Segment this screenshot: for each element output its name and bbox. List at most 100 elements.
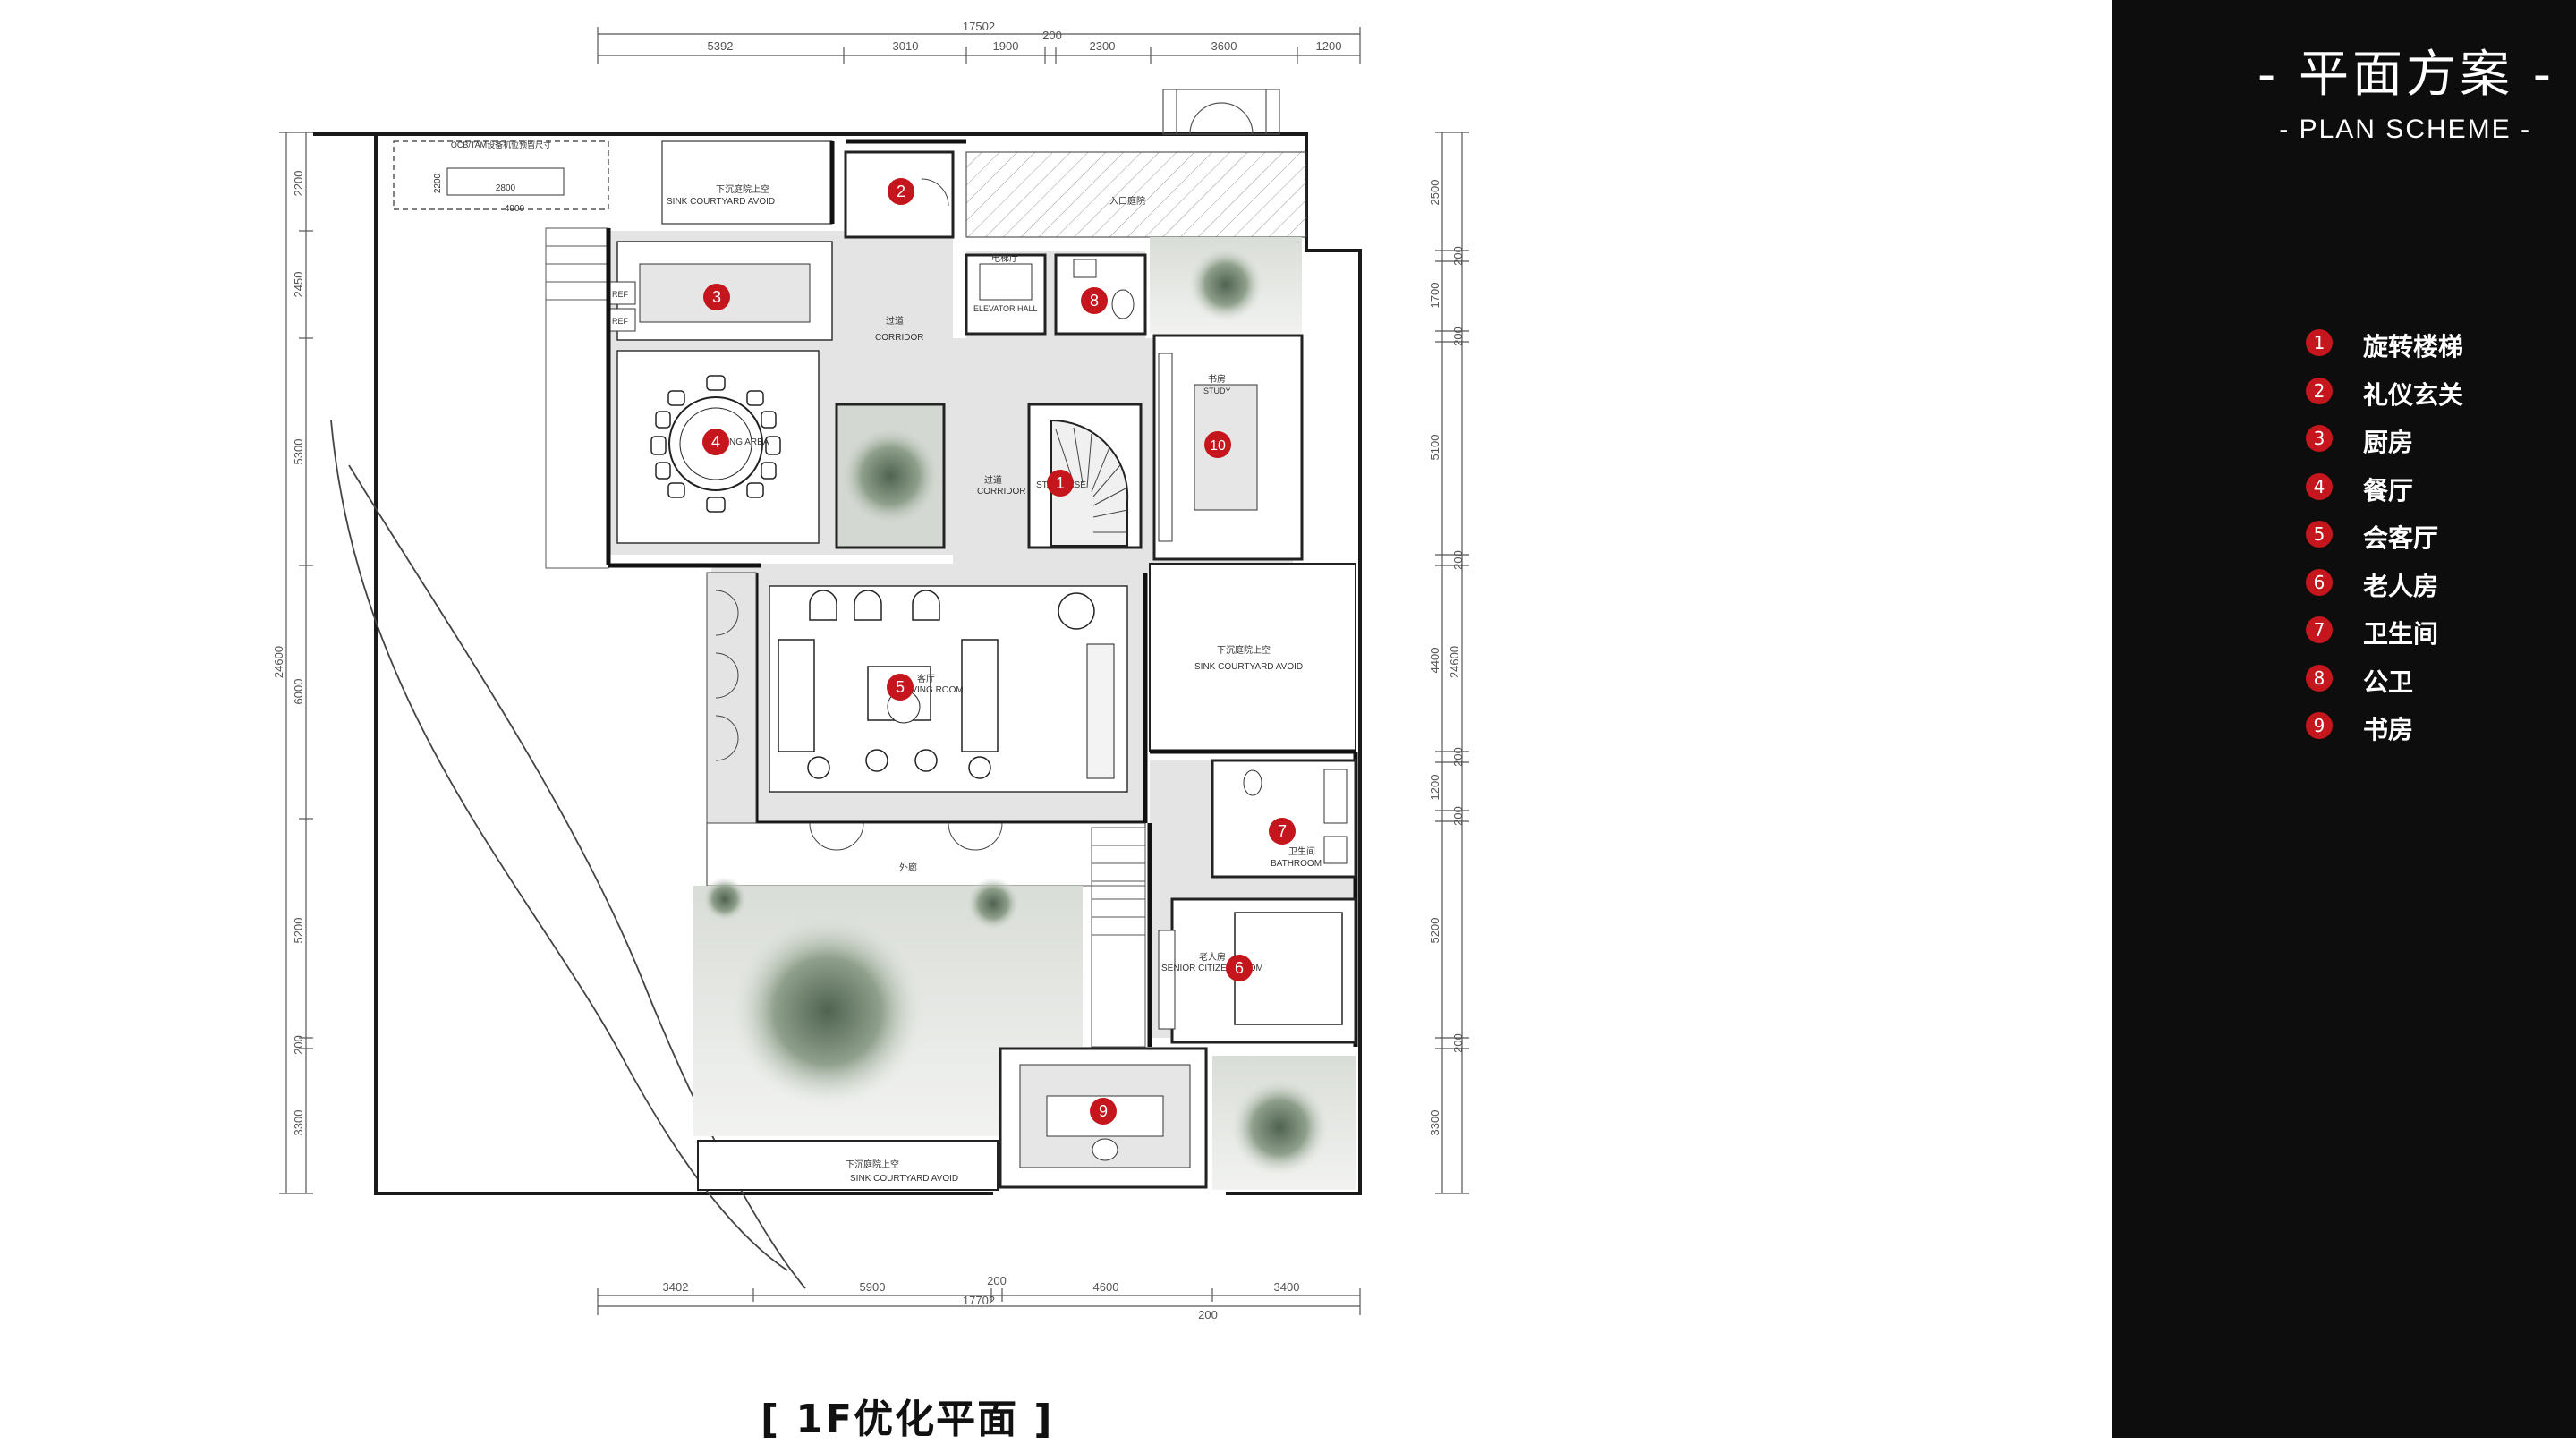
marker-8 — [1081, 287, 1108, 314]
elevator-hall: 电梯厅 ELEVATOR HALL — [965, 252, 1047, 336]
dim-top-1: 5392 — [708, 39, 734, 53]
marker-10-label: 10 — [1210, 438, 1226, 454]
exterior-steps-right — [1091, 827, 1146, 1048]
dim-right-8: 200 — [1451, 747, 1465, 767]
front-garden — [693, 877, 1083, 1136]
inner-courtyard — [835, 403, 946, 549]
marker-4 — [702, 429, 729, 455]
living-side-doors — [706, 572, 757, 824]
sink-courtyard-right: 下沉庭院上空 SINK COURTYARD AVOID — [1149, 563, 1356, 752]
marker-10 — [1204, 431, 1231, 458]
equip-h2: 2200 — [433, 173, 443, 193]
dim-top-6: 3600 — [1211, 39, 1237, 53]
garden-path-curves — [330, 420, 806, 1289]
site-outline — [313, 132, 1362, 1195]
elevator-en: ELEVATOR HALL — [973, 304, 1038, 313]
dim-top-4: 200 — [1042, 29, 1062, 42]
legend-badge: 6 — [2306, 568, 2333, 596]
legend-badge: 2 — [2306, 377, 2333, 404]
dim-bottom-1: 3402 — [663, 1280, 689, 1294]
terrace-label: 外廊 — [899, 862, 917, 873]
sink3-en: SINK COURTYARD AVOID — [850, 1174, 958, 1184]
exterior-steps-left — [545, 227, 609, 569]
corridor1-zh: 过道 — [886, 315, 904, 327]
dim-top-5: 2300 — [1090, 39, 1116, 53]
dim-top-2: 3010 — [893, 39, 919, 53]
marker-2-label: 2 — [897, 183, 905, 200]
dim-top-7: 1200 — [1316, 39, 1342, 53]
equip-w: 4000 — [505, 204, 525, 214]
marker-5-label: 5 — [896, 678, 905, 696]
kitchen-ref1: REF — [612, 290, 629, 299]
dim-right-2: 200 — [1451, 246, 1465, 266]
marker-8-label: 8 — [1090, 292, 1099, 310]
senior-zh: 老人房 — [1199, 951, 1226, 963]
corridor2-en: CORRIDOR — [977, 487, 1025, 497]
dim-right-5: 5100 — [1428, 435, 1441, 461]
dim-bottom-3: 200 — [987, 1274, 1007, 1287]
equip-h1: 2800 — [496, 183, 516, 193]
dining-room: DINING AREA — [616, 350, 820, 544]
sink2-en: SINK COURTYARD AVOID — [1194, 662, 1303, 672]
dim-left-3: 5300 — [292, 439, 305, 465]
legend-badge: 1 — [2306, 329, 2333, 356]
dim-left-total: 24600 — [272, 646, 285, 678]
dim-right-total: 24600 — [1448, 646, 1461, 678]
entrance-gate — [1162, 89, 1280, 135]
dim-right-6: 200 — [1451, 550, 1465, 570]
legend-badge: 8 — [2306, 664, 2333, 692]
corridor1-en: CORRIDOR — [875, 333, 923, 343]
equipment-reserve-box: OCB/TAM设备机位预留尺寸 2800 4000 2200 — [393, 140, 609, 214]
marker-9-label: 9 — [1099, 1102, 1108, 1120]
legend-label: 书房 — [2363, 715, 2414, 744]
dim-bottom-extra: 200 — [1198, 1308, 1218, 1321]
sink2-zh: 下沉庭院上空 — [1217, 644, 1271, 656]
legend-badge: 5 — [2306, 521, 2333, 548]
side-panel: - 平面方案 - - PLAN SCHEME - — [2112, 0, 2576, 1438]
legend-item-9: 9 书房 — [2306, 710, 2538, 759]
legend-label: 会客厅 — [2363, 523, 2439, 553]
spiral-staircase: STAIRCASE — [1027, 403, 1143, 549]
marker-1-label: 1 — [1056, 474, 1065, 492]
dim-right-1: 2500 — [1428, 180, 1441, 206]
sink-courtyard-bottom: 下沉庭院上空 SINK COURTYARD AVOID — [697, 1140, 999, 1191]
corridor2-zh: 过道 — [984, 474, 1002, 486]
dim-right-4: 200 — [1451, 327, 1465, 346]
marker-5 — [887, 674, 914, 701]
marker-9 — [1090, 1098, 1117, 1125]
legend-label: 老人房 — [2363, 571, 2439, 601]
legend-label: 厨房 — [2363, 428, 2414, 457]
legend-item-4: 4 餐厅 — [2306, 471, 2538, 520]
legend-label: 卫生间 — [2363, 619, 2439, 649]
right-dimension-line — [1435, 132, 1469, 1194]
legend-item-6: 6 老人房 — [2306, 567, 2538, 616]
marker-2 — [888, 178, 914, 205]
marker-1 — [1047, 470, 1074, 497]
marker-6-label: 6 — [1235, 959, 1244, 977]
plan-caption: [ 1F优化平面 ] — [761, 1397, 1054, 1442]
legend-item-5: 5 会客厅 — [2306, 519, 2538, 567]
legend-label: 公卫 — [2363, 667, 2414, 697]
dim-right-7: 4400 — [1428, 648, 1441, 674]
dim-top-3: 1900 — [993, 39, 1019, 53]
dim-bottom-4: 4600 — [1093, 1280, 1119, 1294]
sink1-en: SINK COURTYARD AVOID — [667, 197, 775, 207]
legend-badge: 9 — [2306, 712, 2333, 739]
senior-citizen-room: 老人房 SENIOR CITIZEN ROOM — [1158, 897, 1357, 1044]
marker-4-label: 4 — [711, 433, 720, 451]
dim-bottom-2: 5900 — [860, 1280, 886, 1294]
dim-bottom-total: 17702 — [963, 1294, 995, 1307]
legend-item-8: 8 公卫 — [2306, 663, 2538, 711]
elevator-zh: 电梯厅 — [991, 252, 1018, 264]
dim-right-9: 1200 — [1428, 775, 1441, 801]
legend-badge: 4 — [2306, 472, 2333, 500]
kitchen-ref2: REF — [612, 317, 629, 326]
study-zh: 书房 — [1208, 373, 1226, 385]
floor-plan-drawing: 17502 5392 3010 1900 200 2300 3600 1200 … — [272, 20, 1469, 1321]
legend-label: 餐厅 — [2363, 475, 2414, 505]
entrance-label: 入口庭院 — [1109, 195, 1145, 207]
title-chinese: - 平面方案 - — [2257, 46, 2555, 104]
marker-6 — [1226, 955, 1253, 981]
